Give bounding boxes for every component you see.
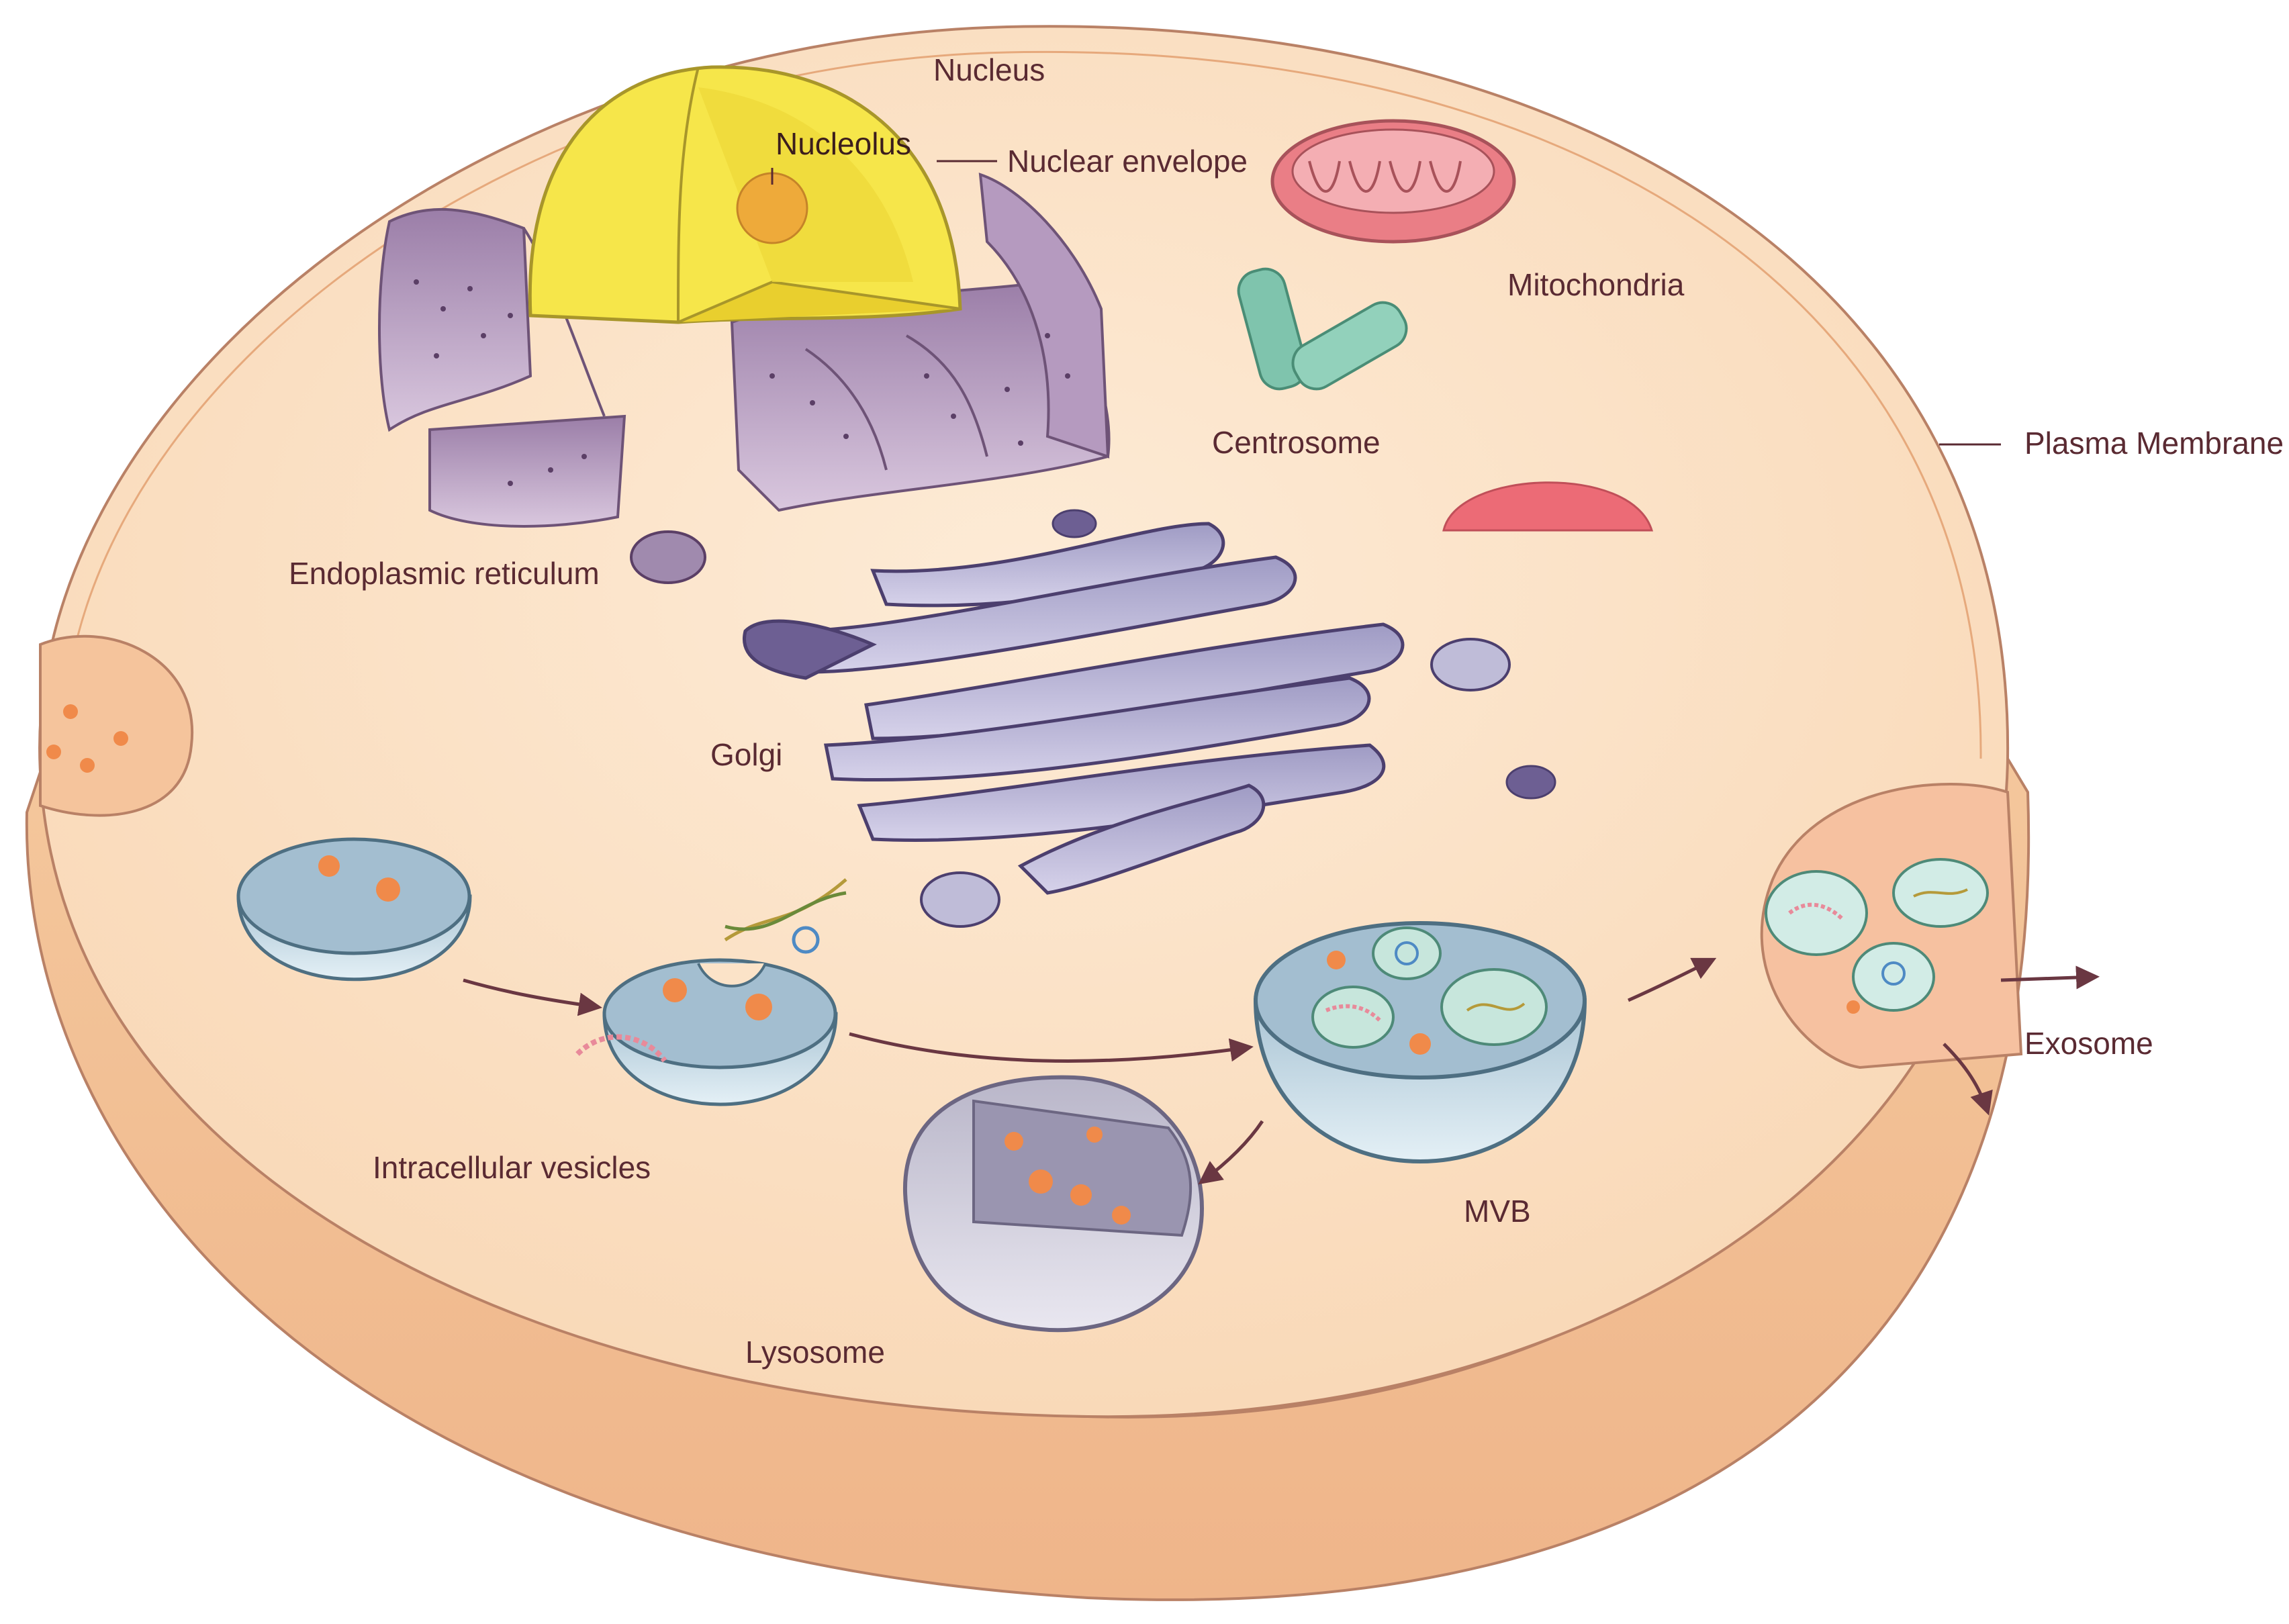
label-plasma-membrane: Plasma Membrane	[2024, 426, 2284, 461]
label-centrosome: Centrosome	[1212, 425, 1381, 460]
plasma-membrane-line	[62, 50, 1982, 766]
arrow-mvb-to-lysosome	[1198, 1120, 1264, 1185]
label-golgi: Golgi	[710, 737, 782, 772]
mitochondria	[1270, 119, 1516, 244]
exosome-region	[1760, 783, 2023, 1069]
centrosome	[1237, 267, 1408, 391]
arrow-mvb-to-exosome	[1627, 957, 1717, 1002]
golgi-apparatus	[743, 522, 1405, 895]
intracellular-vesicle-intact	[236, 837, 472, 982]
label-nuclear-envelope: Nuclear envelope	[1007, 144, 1248, 179]
label-intracellular-vesicles: Intracellular vesicles	[373, 1150, 651, 1185]
mvb	[1253, 921, 1587, 1163]
nucleus	[528, 65, 962, 324]
label-endoplasmic-reticulum: Endoplasmic reticulum	[289, 556, 600, 591]
label-mvb: MVB	[1464, 1194, 1531, 1229]
endoplasmic-reticulum	[378, 173, 1111, 528]
label-lysosome: Lysosome	[745, 1335, 885, 1370]
arrow-exosome-out-1	[2000, 965, 2100, 990]
leader-lines	[771, 160, 2001, 446]
arrow-exosome-out-2	[1943, 1043, 1993, 1116]
er-vesicles	[630, 509, 1556, 928]
arrow-vesicle-to-mvb	[849, 1032, 1254, 1063]
label-exosome: Exosome	[2024, 1026, 2153, 1061]
label-nucleolus: Nucleolus	[776, 126, 911, 161]
intracellular-vesicle-open	[575, 878, 847, 1106]
lysosome	[903, 1075, 1205, 1333]
endocytic-bud	[39, 634, 194, 817]
label-mitochondria: Mitochondria	[1507, 267, 1685, 302]
arrow-vesicle-to-vesicle	[463, 978, 602, 1016]
pathway-arrows	[463, 957, 2100, 1185]
red-vesicle	[1442, 481, 1654, 532]
label-nucleus: Nucleus	[933, 52, 1045, 87]
labels: Nucleus Nucleolus Nuclear envelope Mitoc…	[289, 52, 2284, 1370]
